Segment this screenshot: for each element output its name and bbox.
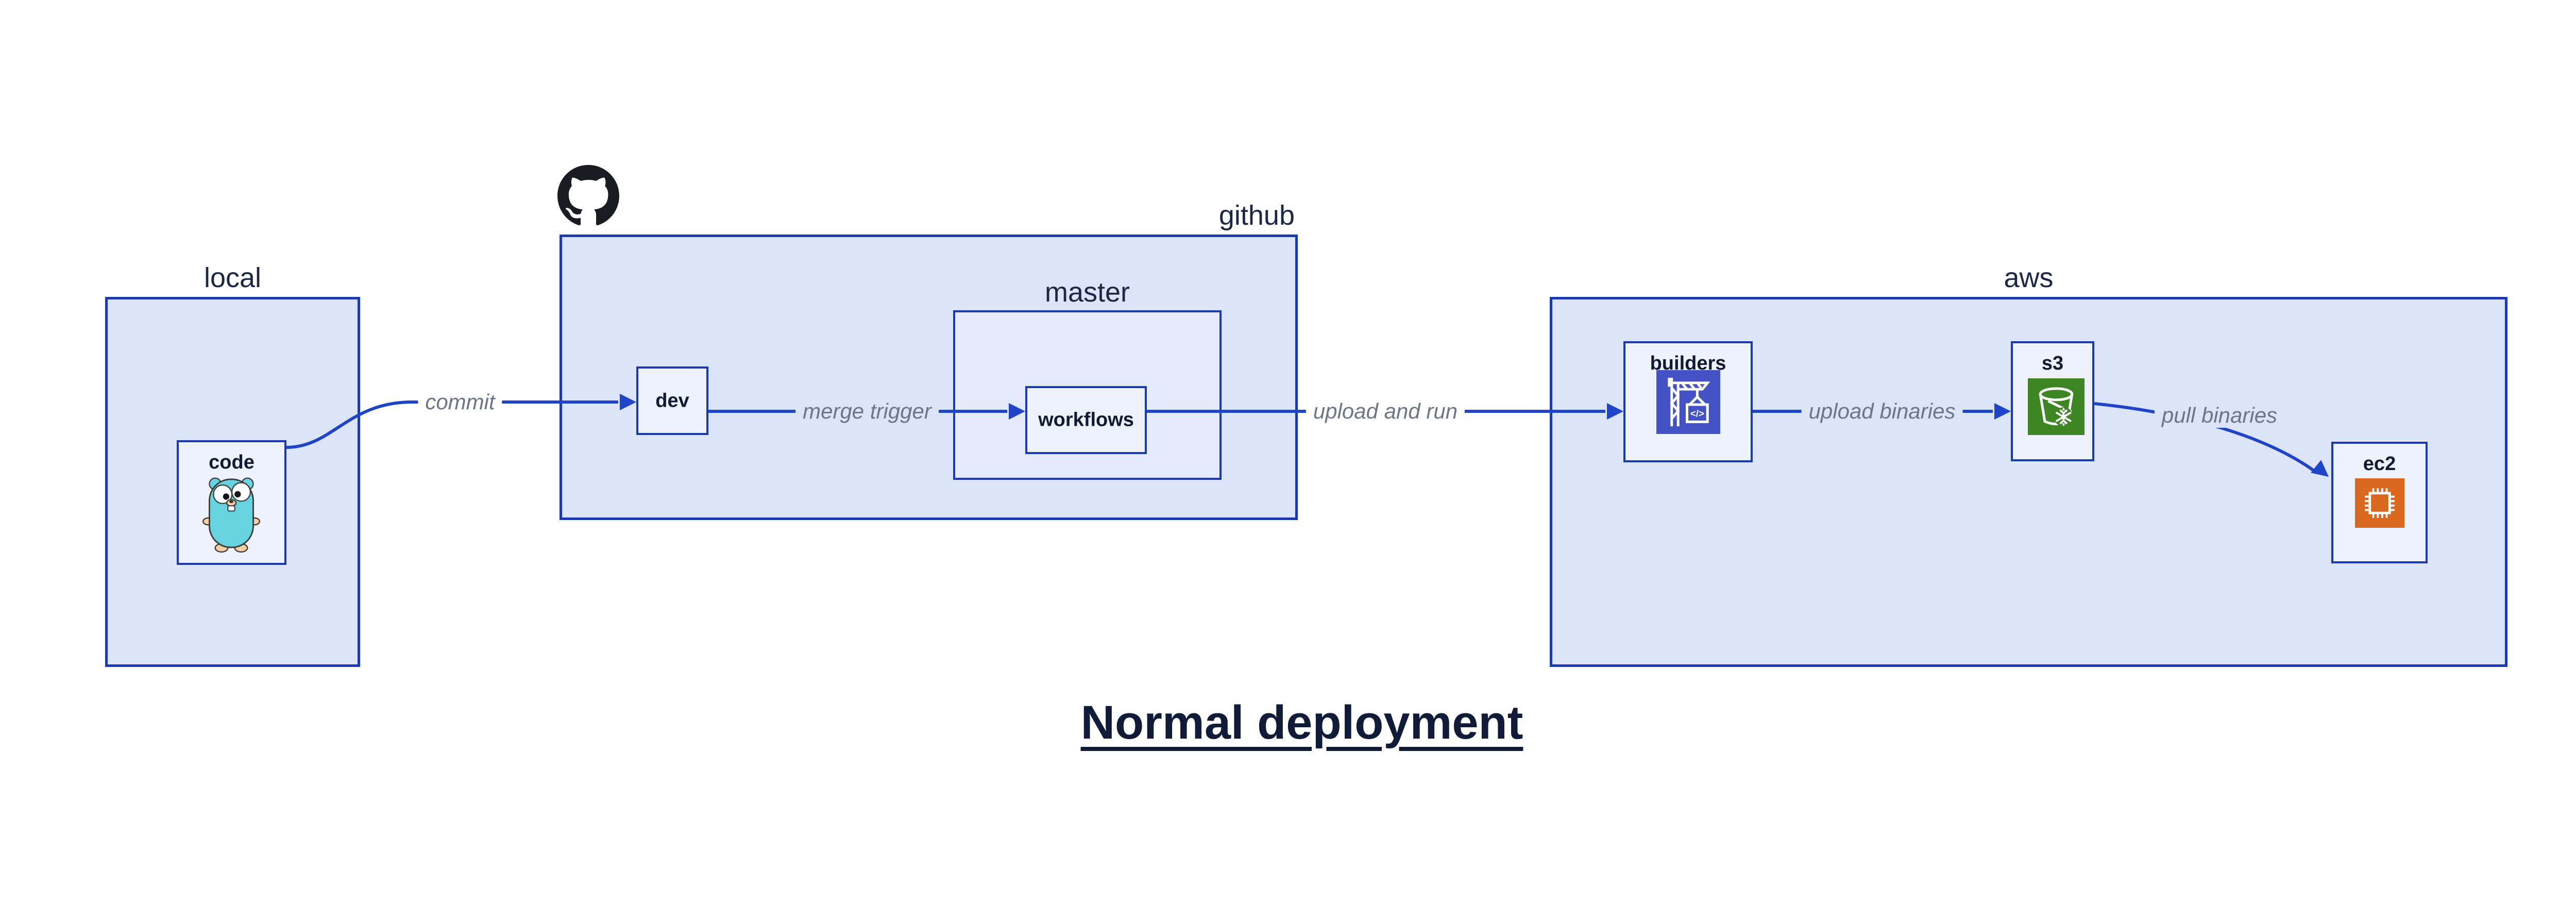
node-builders: builders xyxy=(1623,341,1753,462)
node-workflows-label: workflows xyxy=(1038,409,1134,431)
edge-pull-binaries-label: pull binaries xyxy=(2154,403,2285,428)
go-gopher-icon xyxy=(202,477,260,553)
edge-merge-trigger-label: merge trigger xyxy=(795,399,939,424)
svg-text:</>: </> xyxy=(1690,408,1704,419)
container-github-label: github xyxy=(1218,200,1295,231)
github-octocat-icon xyxy=(557,165,619,226)
node-dev: dev xyxy=(636,366,708,435)
s3-glacier-bucket-icon xyxy=(2028,378,2084,435)
container-aws-label: aws xyxy=(2004,262,2054,293)
ec2-chip-icon xyxy=(2355,478,2404,528)
container-local-label: local xyxy=(204,262,262,293)
node-workflows: workflows xyxy=(1025,386,1147,454)
edge-upload-and-run-label: upload and run xyxy=(1306,399,1465,424)
container-master-label: master xyxy=(1044,277,1130,308)
codebuild-crane-icon: </> xyxy=(1656,370,1720,434)
node-dev-label: dev xyxy=(655,390,689,411)
node-ec2-label: ec2 xyxy=(2363,453,2396,475)
edge-upload-binaries-label: upload binaries xyxy=(1801,399,1963,424)
node-code-label: code xyxy=(209,452,255,473)
node-s3-label: s3 xyxy=(2041,353,2064,374)
edge-commit-label: commit xyxy=(418,390,502,414)
diagram-title: Normal deployment xyxy=(1080,696,1523,749)
